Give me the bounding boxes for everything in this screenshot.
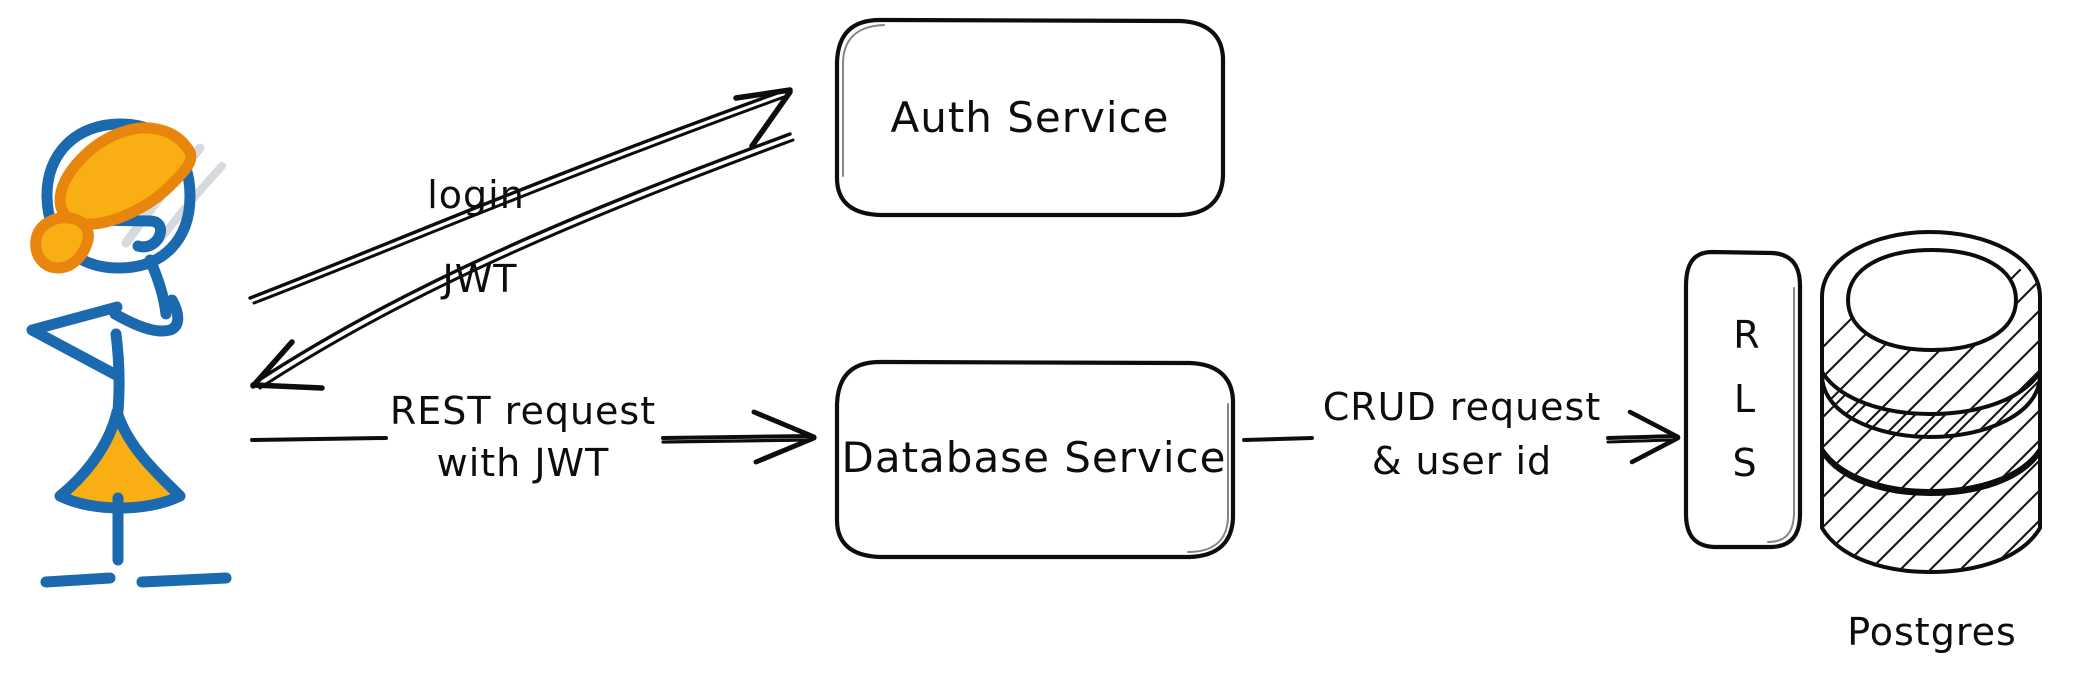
edge-jwt-label: JWT xyxy=(441,257,518,301)
node-auth-service-label: Auth Service xyxy=(890,93,1169,142)
node-database-service[interactable] xyxy=(834,359,1236,560)
edge-login-label: login xyxy=(427,173,525,217)
user-stick-figure xyxy=(26,118,232,588)
right-foot xyxy=(136,572,232,588)
node-postgres-cylinder[interactable] xyxy=(1790,230,2070,600)
left-arm xyxy=(26,301,124,382)
hair-bow-tail xyxy=(30,212,94,274)
edge-rest-request xyxy=(250,409,817,465)
edge-rest-request-label-line2: with JWT xyxy=(437,441,610,485)
edge-login xyxy=(248,87,793,305)
skirt xyxy=(62,416,178,507)
right-arm xyxy=(109,294,184,337)
edge-crud-request-label-line2: & user id xyxy=(1372,439,1552,483)
hair-bow-main xyxy=(54,122,197,230)
cylinder-top-opening xyxy=(1845,247,2019,353)
node-database-service-label: Database Service xyxy=(842,433,1227,482)
node-postgres-label: Postgres xyxy=(1847,610,2017,654)
edge-jwt xyxy=(250,132,795,391)
node-rls-letter-s: S xyxy=(1732,441,1757,485)
edge-crud-request xyxy=(1242,409,1681,465)
node-rls[interactable] xyxy=(1683,249,1803,550)
node-rls-letter-r: R xyxy=(1733,313,1760,357)
mouth-smile xyxy=(88,214,166,253)
neck xyxy=(144,254,172,320)
edge-crud-request-label-line1: CRUD request xyxy=(1323,385,1602,429)
left-foot xyxy=(40,572,116,588)
node-rls-letter-l: L xyxy=(1734,377,1756,421)
node-auth-service[interactable] xyxy=(834,17,1226,218)
edge-rest-request-label-line1: REST request xyxy=(390,389,656,433)
